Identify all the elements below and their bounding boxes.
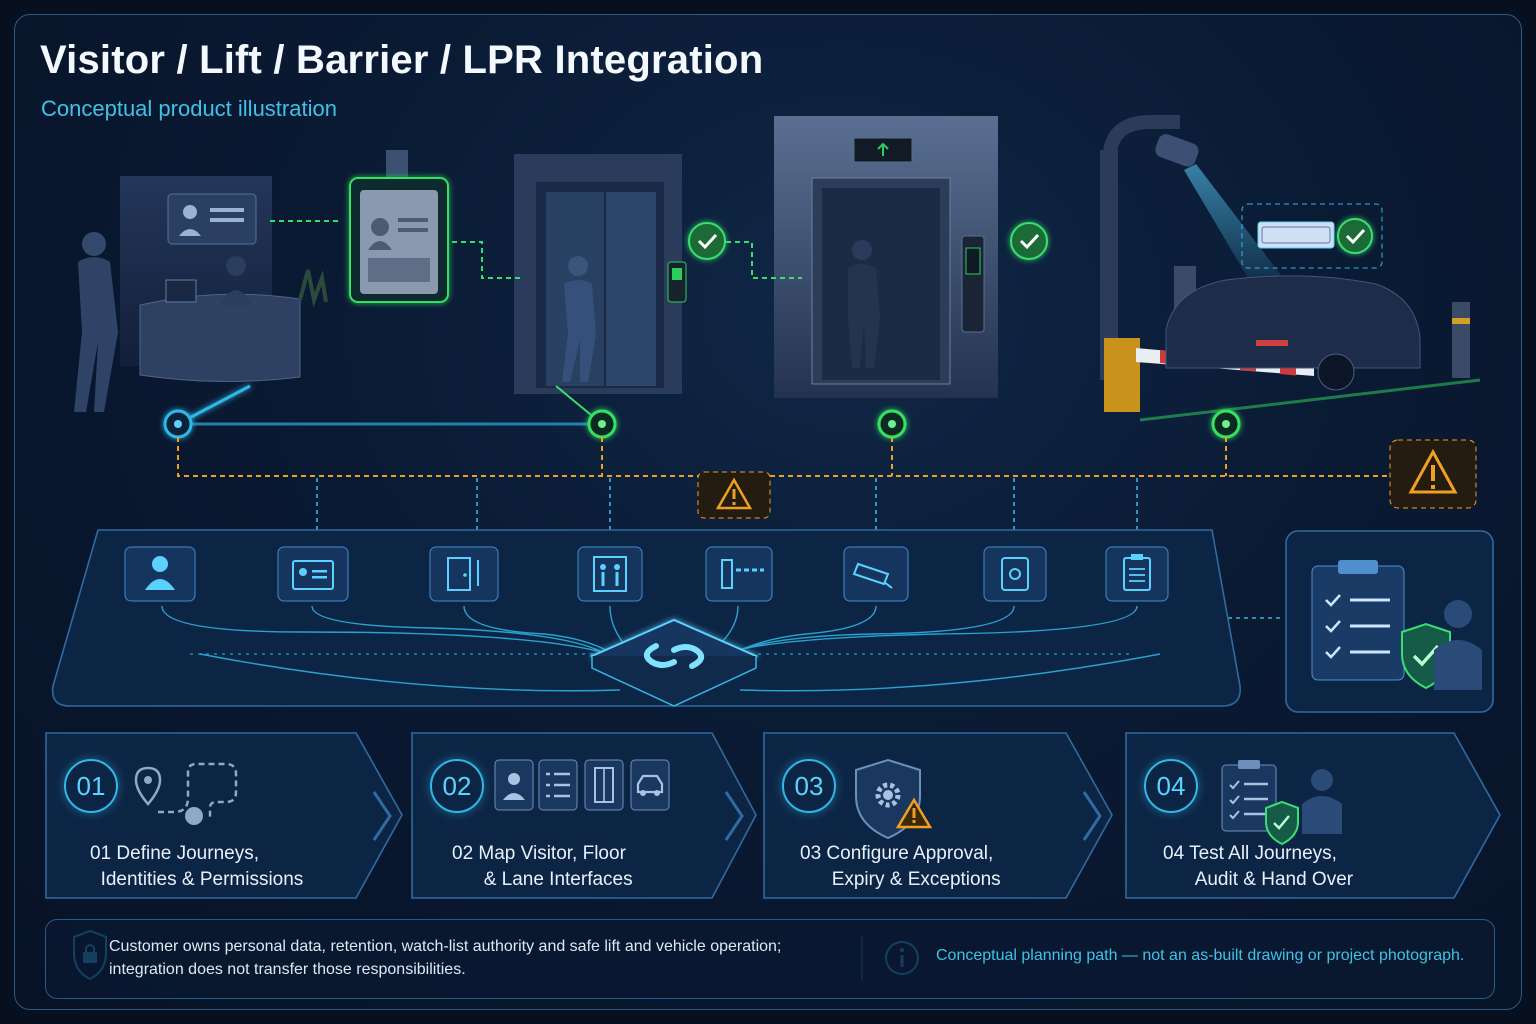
camera-icon (843, 546, 909, 602)
chevron-right-icon (372, 791, 1102, 841)
barrier-lpr-station (1100, 115, 1481, 422)
journey-node (163, 409, 193, 439)
hub-feed-lines (316, 478, 1282, 619)
step-2-icons (494, 759, 670, 811)
list-icon (538, 759, 578, 811)
clipboard-icon (1105, 546, 1169, 602)
id-card-icon (277, 546, 349, 602)
step-3-icons (855, 758, 933, 840)
responsibility-text: Customer owns personal data, retention, … (109, 938, 782, 978)
page-title: Visitor / Lift / Barrier / LPR Integrati… (40, 38, 764, 82)
car-icon (630, 759, 670, 811)
step-number: 02 (430, 759, 484, 813)
shield-check-icon (1265, 800, 1299, 846)
lift-icon (577, 546, 643, 602)
reception-station (74, 176, 328, 412)
step-4: 04 04 Test All Journeys, Audit & Hand Ov… (1126, 733, 1500, 898)
entry-door (514, 154, 687, 394)
lift-station (774, 116, 998, 398)
visitor-badge (349, 150, 449, 303)
step-number: 03 (782, 759, 836, 813)
step-label: 01 Define Journeys, Identities & Permiss… (90, 843, 304, 890)
warning-icon (697, 471, 771, 519)
person-icon (1302, 769, 1342, 834)
responsibility-note: Customer owns personal data, retention, … (45, 919, 1495, 999)
check-lift (1010, 222, 1048, 260)
person-icon (1434, 600, 1482, 690)
step-cards (45, 732, 1501, 899)
person-icon (124, 546, 196, 602)
checklist-icon (1221, 760, 1277, 832)
journey-node (1211, 409, 1241, 439)
exception-path (177, 437, 1388, 477)
step-3: 03 03 Configure Approval, Expiry & Excep… (764, 733, 1112, 898)
integration-hub-platform (51, 529, 1241, 707)
step-2: 02 02 Map Visitor, Floor & Lane Interfac… (412, 733, 756, 898)
hub-icon-row (124, 546, 1169, 602)
map-pin-icon (134, 766, 162, 806)
reader-icon (983, 546, 1047, 602)
journey-node (587, 409, 617, 439)
step-label: 02 Map Visitor, Floor & Lane Interfaces (452, 843, 633, 890)
approval-flow-arrows (270, 220, 802, 279)
step-card-1 (45, 732, 403, 899)
page-subtitle: Conceptual product illustration (41, 96, 337, 121)
handover-card (1285, 530, 1494, 713)
person-icon (494, 759, 534, 811)
step-label: 03 Configure Approval, Expiry & Exceptio… (800, 843, 1001, 890)
check-door (688, 222, 726, 260)
step-4-icons (1221, 760, 1342, 846)
checklist-icon (1311, 560, 1405, 681)
link-icon (589, 618, 759, 707)
step-1-icons (134, 762, 238, 825)
step-label: 04 Test All Journeys, Audit & Hand Over (1163, 843, 1354, 890)
step-card-3 (763, 732, 1113, 899)
door-icon (584, 759, 624, 811)
warning-icon (1389, 439, 1477, 509)
journey-path (163, 384, 1241, 439)
step-number: 01 (64, 759, 118, 813)
door-icon (429, 546, 499, 602)
id-card-icon (167, 193, 257, 245)
disclaimer-text: Conceptual planning path — not an as-bui… (936, 947, 1465, 964)
warning-icon (895, 797, 933, 829)
journey-node (877, 409, 907, 439)
barrier-icon (705, 546, 773, 602)
check-lpr (1337, 218, 1373, 254)
step-number: 04 (1144, 759, 1198, 813)
step-1: 01 01 Define Journeys, Identities & Perm… (46, 733, 402, 898)
route-icon (158, 762, 238, 825)
